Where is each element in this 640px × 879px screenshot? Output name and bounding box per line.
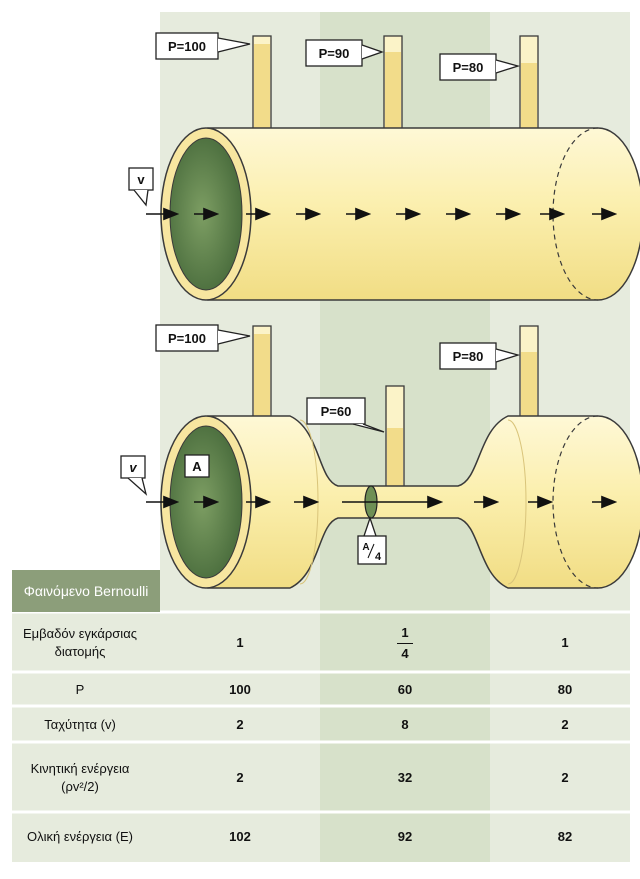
area-label: A [192, 459, 202, 474]
value-pressure-2: 60 [397, 682, 413, 698]
row-label-velocity: Ταχύτητα (v) [44, 717, 116, 733]
pressure-label-3: P=80 [453, 60, 484, 75]
pressure-label-2: P=90 [319, 46, 350, 61]
table-row-total: Ολική ενέργεια (E) 102 92 82 [0, 814, 640, 860]
table-row-dividers [12, 610, 630, 814]
narrow-area-num: A [362, 542, 369, 553]
table-label-column [12, 612, 160, 862]
value-total-2: 92 [397, 829, 413, 845]
value-kinetic-2: 32 [397, 770, 413, 786]
value-pressure-1: 100 [229, 682, 251, 698]
pressure-callout-2: P=90 [305, 39, 384, 67]
pressure-callout-6: P=80 [439, 342, 521, 370]
pressure-callout-3: P=80 [439, 53, 521, 81]
narrow-area-label-box: A 4 [357, 515, 387, 565]
value-kinetic-3: 2 [561, 770, 569, 786]
pressure-callout-1: P=100 [155, 32, 251, 60]
velocity-label-2: v [129, 460, 137, 475]
uniform-pipe-diagram: P=100 P=90 P=80 v [128, 32, 640, 301]
value-velocity-2: 8 [401, 717, 409, 733]
value-area-wide-2: 1 [561, 635, 569, 651]
standpipe-6 [514, 325, 544, 427]
row-label-kinetic: Κινητική ενέργεια (ρv²/2) [30, 761, 130, 794]
constricted-pipe-diagram: P=100 P=60 P=80 v A [120, 324, 640, 589]
table-row-pressure: P 100 60 80 [0, 674, 640, 706]
standpipe-5 [385, 385, 405, 491]
table-row-area: Εμβαδόν εγκάρσιας διατομής 1 1 4 1 [0, 614, 640, 672]
row-label-area: Εμβαδόν εγκάρσιας διατομής [23, 626, 137, 659]
area-label-box: A [184, 454, 210, 478]
pipe-body-1 [207, 127, 640, 301]
value-area-narrow: 1 4 [320, 614, 490, 672]
fraction-one-quarter: 1 4 [397, 624, 413, 662]
value-total-3: 82 [557, 829, 573, 845]
pressure-label-4: P=100 [168, 331, 206, 346]
velocity-callout-2: v [120, 455, 148, 496]
velocity-label-1: v [137, 172, 145, 187]
narrow-area-den: 4 [375, 551, 382, 563]
pressure-label-1: P=100 [168, 39, 206, 54]
value-total-1: 102 [229, 829, 251, 845]
value-area-wide-1: 1 [236, 635, 244, 651]
row-label-total: Ολική ενέργεια (E) [27, 829, 133, 845]
table-title: Φαινόμενο Bernoulli [12, 570, 160, 612]
table-row-velocity: Ταχύτητα (v) 2 8 2 [0, 708, 640, 742]
velocity-callout-1: v [128, 167, 154, 207]
pressure-label-5: P=60 [321, 404, 352, 419]
value-velocity-1: 2 [236, 717, 244, 733]
value-kinetic-1: 2 [236, 770, 244, 786]
value-velocity-3: 2 [561, 717, 569, 733]
pressure-callout-5: P=60 [306, 397, 385, 433]
pressure-label-6: P=80 [453, 349, 484, 364]
pressure-callout-4: P=100 [155, 324, 251, 352]
value-pressure-3: 80 [557, 682, 573, 698]
row-label-pressure: P [75, 682, 85, 698]
table-row-kinetic: Κινητική ενέργεια (ρv²/2) 2 32 2 [0, 744, 640, 812]
